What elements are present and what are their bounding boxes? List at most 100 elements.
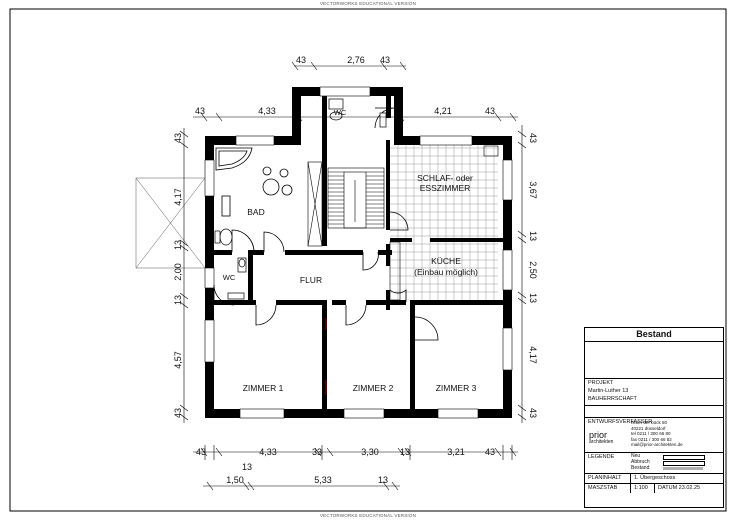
dim-bottom2-2: 5,33: [314, 475, 332, 485]
watermark-top: VECTORWORKS EDUCATIONAL VERSION: [319, 1, 417, 6]
bathroom-cabinet: [307, 161, 323, 247]
dim-bottom2-top: 13: [242, 462, 252, 472]
title-block-heading: Bestand: [585, 328, 723, 342]
dim-right-1: 43: [528, 133, 538, 143]
dim-right-5: 13: [528, 293, 538, 303]
door-zimmer3: [414, 316, 439, 341]
logo-line1: prior: [589, 430, 608, 440]
room-label-schlaf-2: ESSZIMMER: [420, 183, 471, 193]
room-label-zimmer1: ZIMMER 1: [243, 383, 284, 393]
architect-address: hinter der böck 50 40221 düsseldorf tel …: [631, 420, 683, 448]
dim-top-stair-3: 43: [380, 55, 390, 65]
door-zimmer2: [345, 304, 367, 326]
dim-bottom-2: 4,33: [259, 447, 277, 457]
dim-bottom-3: 33: [312, 447, 322, 457]
dim-left-6: 4,57: [173, 351, 183, 369]
room-label-zimmer2: ZIMMER 2: [353, 383, 394, 393]
planinhalt-value: 1. Übergeschoss: [634, 475, 676, 481]
room-label-wc-left: WC: [223, 273, 236, 282]
room-label-bad: BAD: [247, 207, 264, 217]
dim-bottom-6: 3,21: [447, 447, 465, 457]
title-block: Bestand PROJEKT Martin-Luther 13 BAUHERR…: [584, 327, 724, 508]
door-bad: [231, 229, 255, 253]
dimension-lines: [179, 61, 527, 491]
dim-left-4: 2,00: [173, 263, 183, 281]
balcony-projection: [135, 177, 206, 269]
dim-top-3: 4,21: [434, 106, 452, 116]
interior-walls: [214, 96, 503, 410]
dim-top-stair-2: 2,76: [347, 55, 365, 65]
massstab-row: MASZSTAB 1:100 DATUM 23.02.25: [585, 484, 723, 493]
door-swings: [213, 107, 439, 341]
room-label-kueche-2: (Einbau möglich): [414, 267, 478, 277]
dim-bottom-5: 13: [400, 447, 410, 457]
title-block-blank: [585, 342, 723, 379]
windows: [204, 86, 513, 419]
dim-bottom2-3: 13: [378, 475, 388, 485]
kitchen-fixtures: [389, 145, 499, 301]
logo-line2: architekten: [589, 439, 614, 445]
staircase: [327, 167, 385, 229]
massstab-value: 1:100: [631, 484, 655, 493]
verfasser-section: ENTWURFSVERFASSER prior architekten hint…: [585, 418, 723, 453]
legend-item-neu: Neu: [631, 453, 641, 459]
dim-left-3: 13: [173, 240, 183, 250]
dim-right-7: 43: [528, 408, 538, 418]
projekt-value: Martin-Luther 13: [588, 388, 629, 394]
door-bad-flur: [263, 231, 285, 253]
dim-bottom-1: 43: [196, 447, 206, 457]
dim-right-3: 13: [528, 231, 538, 241]
verfasser-label: ENTWURFSVERFASSER: [588, 419, 653, 425]
address-line: tel 0211 / 300 66 80: [631, 431, 671, 437]
room-label-wc-top: WC: [334, 108, 347, 117]
legend-item-abbruch: Abbruch: [631, 459, 650, 465]
massstab-label: MASZSTAB: [585, 484, 631, 493]
dim-top-1: 43: [195, 106, 205, 116]
bauherr-blank: [585, 406, 723, 418]
shower-fixture: [221, 166, 293, 217]
address-line: mail@prior-architekten.de: [631, 442, 683, 448]
legend-swatch-abbruch: [663, 461, 705, 466]
address-line: hinter der böck 50: [631, 420, 668, 425]
address-line: fax 0211 / 300 66 82: [631, 436, 672, 442]
legende-label: LEGENDE: [588, 454, 615, 460]
legend-swatch-bestand: [663, 467, 703, 470]
door-zimmer1: [255, 304, 277, 326]
architect-logo: prior architekten: [589, 430, 614, 446]
sheet-frame: [9, 8, 727, 512]
dim-top-stair-1: 43: [296, 55, 306, 65]
wc-left-fixtures: [227, 257, 247, 300]
dim-bottom2-1: 1,50: [226, 475, 244, 485]
planinhalt-row: PLANINHALT 1. Übergeschoss: [585, 474, 723, 484]
dim-top-2: 4,33: [258, 106, 276, 116]
dimension-labels: 43 2,76 43 43 4,33 4,21 43 43 4,17 13 2,…: [173, 55, 538, 485]
legend-item-bestand: Bestand: [631, 465, 650, 471]
dim-bottom-7: 43: [485, 447, 495, 457]
tile-hatch: [390, 140, 498, 302]
room-labels: WC BAD SCHLAF- oder ESSZIMMER KÜCHE (Ein…: [223, 108, 478, 393]
projekt-section: PROJEKT Martin-Luther 13 BAUHERRSCHAFT: [585, 379, 723, 406]
room-label-flur: FLUR: [300, 275, 322, 285]
dim-right-2: 3,67: [528, 181, 538, 199]
wc-top-fixtures: [328, 98, 387, 128]
watermark-bottom: VECTORWORKS EDUCATIONAL VERSION: [319, 513, 417, 518]
dim-top-4: 43: [485, 106, 495, 116]
projekt-label: PROJEKT: [588, 380, 614, 386]
dim-left-1: 43: [173, 133, 183, 143]
planinhalt-label: PLANINHALT: [585, 474, 631, 483]
datum-value: DATUM 23.02.25: [658, 485, 701, 491]
bauherr-label: BAUHERRSCHAFT: [588, 396, 637, 402]
room-label-zimmer3: ZIMMER 3: [436, 383, 477, 393]
dim-left-5: 13: [173, 295, 183, 305]
dim-right-6: 4,17: [528, 346, 538, 364]
dim-bottom-4: 3,30: [361, 447, 379, 457]
toilet-bad: [214, 228, 233, 246]
dim-right-4: 2,50: [528, 261, 538, 279]
dim-left-2: 4,17: [173, 188, 183, 206]
dim-left-7: 43: [173, 408, 183, 418]
door-kitchen: [362, 251, 379, 271]
room-label-kueche-1: KÜCHE: [431, 256, 461, 266]
address-line: 40221 düsseldorf: [631, 425, 666, 431]
